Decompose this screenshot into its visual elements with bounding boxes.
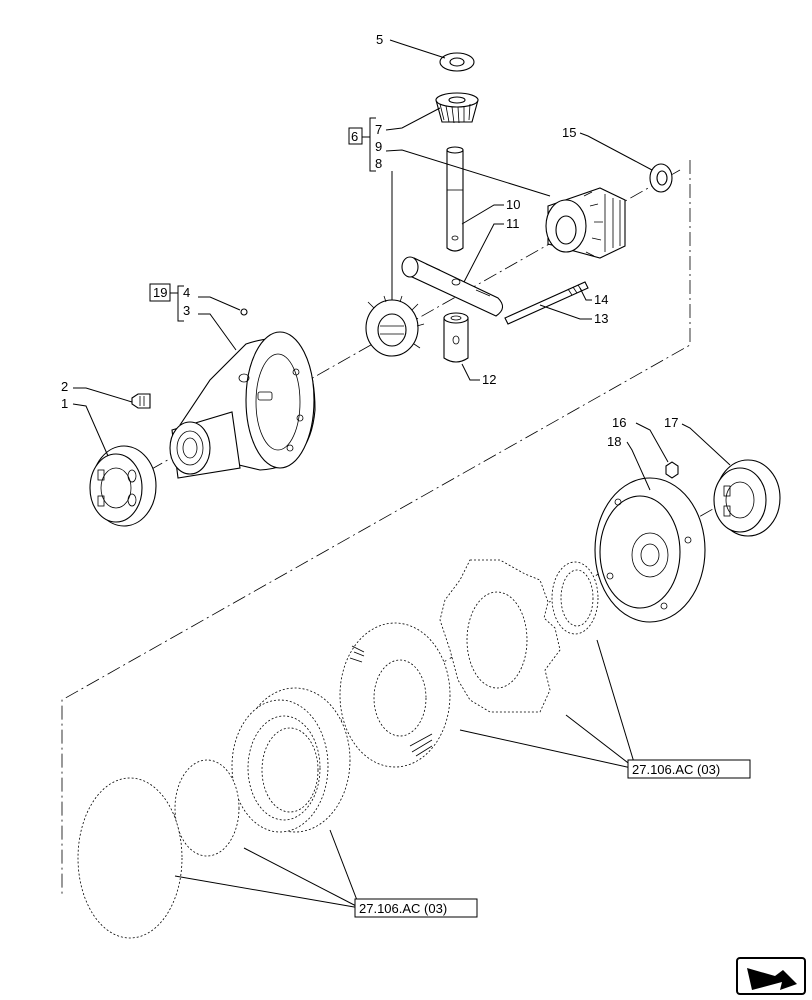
callout-7: 7	[375, 122, 382, 137]
callout-13: 13	[594, 311, 608, 326]
seal-ring-large	[77, 777, 183, 939]
callout-19: 19	[153, 285, 167, 300]
callout-9: 9	[375, 139, 382, 154]
shaft-pin-part-10	[446, 146, 464, 252]
steel-plate	[439, 559, 561, 713]
ball-part-4	[240, 308, 248, 316]
bearing-part-1	[89, 445, 157, 527]
callout-15: 15	[562, 125, 576, 140]
reference-upper[interactable]: 27.106.AC (03)	[632, 762, 720, 777]
callout-2: 2	[61, 379, 68, 394]
bearing-part-17	[713, 459, 781, 537]
callout-10: 10	[506, 197, 520, 212]
callout-box-19	[149, 283, 171, 302]
side-gear-part-8	[365, 295, 425, 357]
callout-1: 1	[61, 396, 68, 411]
assembly-boundary-line	[61, 160, 691, 895]
differential-housing-part-3	[169, 331, 316, 479]
reference-box-lower[interactable]	[354, 898, 478, 918]
callout-11: 11	[506, 216, 520, 231]
leader-lines	[72, 39, 731, 909]
bolt-part-2	[131, 393, 151, 409]
callout-4: 4	[183, 285, 190, 300]
callout-6: 6	[351, 129, 358, 144]
thrust-washer-part-15	[649, 163, 673, 193]
callout-17: 17	[664, 415, 678, 430]
callout-box-6	[348, 127, 363, 145]
bracket-group-19	[177, 285, 184, 322]
large-side-gear-part-9	[545, 187, 626, 259]
seal-ring-medium	[174, 759, 240, 857]
sleeve-part-12	[443, 312, 469, 363]
callout-3: 3	[183, 303, 190, 318]
next-page-arrow-icon[interactable]	[736, 957, 806, 995]
callout-5: 5	[376, 32, 383, 47]
cross-shaft-part-11	[401, 256, 504, 317]
clutch-piston	[231, 687, 351, 833]
callout-14: 14	[594, 292, 608, 307]
snap-ring-small	[551, 561, 599, 635]
reference-box-upper[interactable]	[627, 759, 751, 779]
bracket-group-6	[369, 117, 376, 172]
pinion-gear-part-7	[435, 92, 479, 124]
nut-part-16	[665, 461, 679, 479]
callout-8: 8	[375, 156, 382, 171]
callout-18: 18	[607, 434, 621, 449]
reference-lower[interactable]: 27.106.AC (03)	[359, 901, 447, 916]
friction-disc	[339, 622, 451, 768]
callout-16: 16	[612, 415, 626, 430]
flange-housing-part-18	[594, 477, 706, 623]
callout-12: 12	[482, 372, 496, 387]
washer-part-5	[439, 52, 475, 72]
